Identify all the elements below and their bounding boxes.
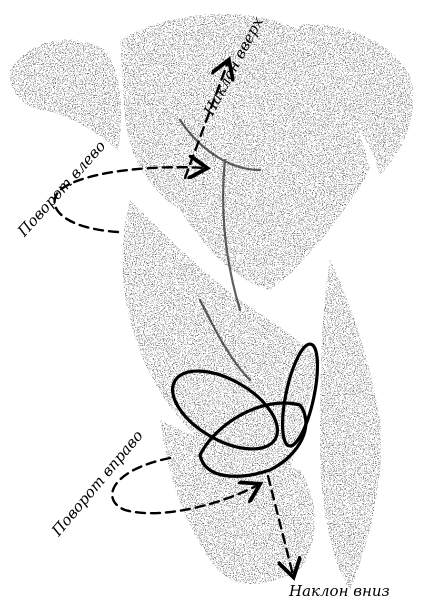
right-side [320,260,381,590]
shoulder-left [10,40,121,150]
label-tilt-down: Наклон вниз [289,582,390,600]
